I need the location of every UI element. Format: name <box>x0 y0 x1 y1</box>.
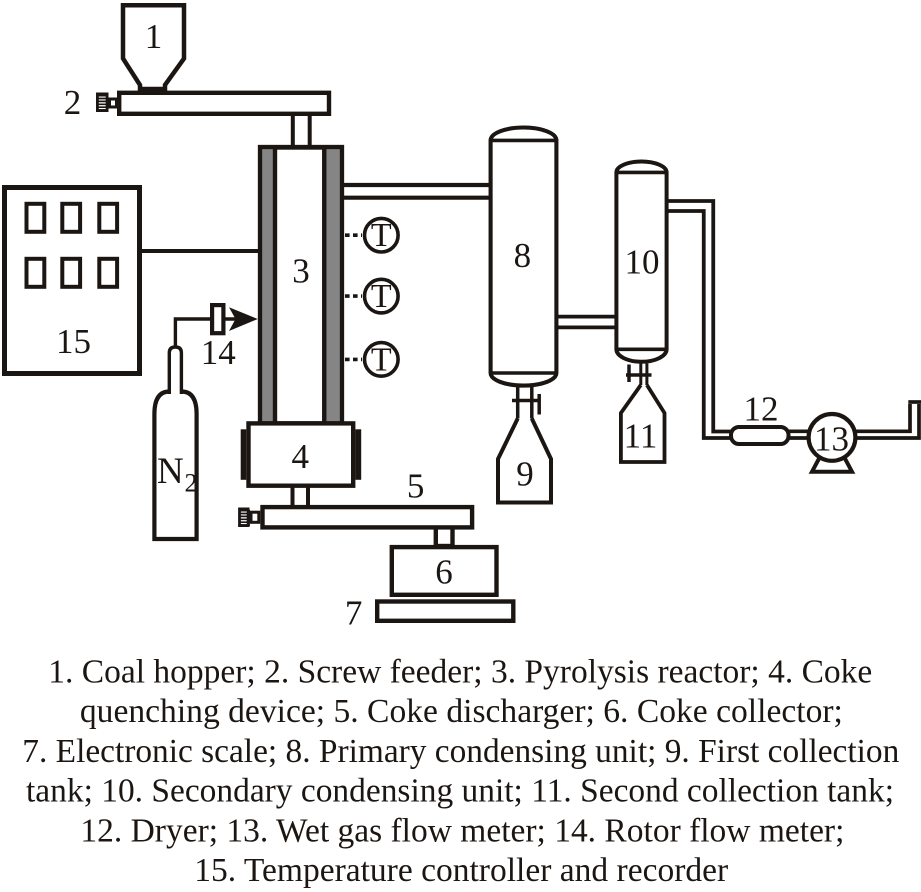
svg-text:13: 13 <box>814 420 849 459</box>
svg-text:quenching device; 5. Coke disc: quenching device; 5. Coke discharger; 6.… <box>80 693 843 730</box>
svg-text:15. Temperature controller and: 15. Temperature controller and recorder <box>194 852 729 889</box>
svg-text:7: 7 <box>345 594 363 633</box>
svg-text:12: 12 <box>744 390 779 429</box>
svg-text:11: 11 <box>624 417 658 456</box>
svg-text:5: 5 <box>407 467 425 506</box>
svg-text:1: 1 <box>145 17 163 56</box>
svg-text:T: T <box>371 278 392 315</box>
svg-text:4: 4 <box>292 437 310 476</box>
svg-text:2: 2 <box>64 83 82 122</box>
svg-text:T: T <box>371 217 392 254</box>
svg-text:1. Coal hopper; 2. Screw feede: 1. Coal hopper; 2. Screw feeder; 3. Pyro… <box>48 654 872 691</box>
svg-text:7. Electronic scale; 8. Primar: 7. Electronic scale; 8. Primary condensi… <box>22 733 899 770</box>
svg-text:12. Dryer; 13. Wet gas flow me: 12. Dryer; 13. Wet gas flow meter; 14. R… <box>80 812 844 849</box>
svg-text:6: 6 <box>435 553 453 592</box>
svg-text:14: 14 <box>201 333 236 372</box>
svg-text:T: T <box>371 341 392 378</box>
svg-text:3: 3 <box>292 252 310 291</box>
svg-text:8: 8 <box>514 236 532 275</box>
svg-text:9: 9 <box>516 455 534 494</box>
svg-text:10: 10 <box>625 243 660 282</box>
svg-text:tank; 10. Secondary condensing: tank; 10. Secondary condensing unit; 11.… <box>26 773 894 810</box>
svg-text:2: 2 <box>185 469 198 498</box>
svg-text:15: 15 <box>56 322 91 361</box>
svg-text:N: N <box>157 451 184 492</box>
